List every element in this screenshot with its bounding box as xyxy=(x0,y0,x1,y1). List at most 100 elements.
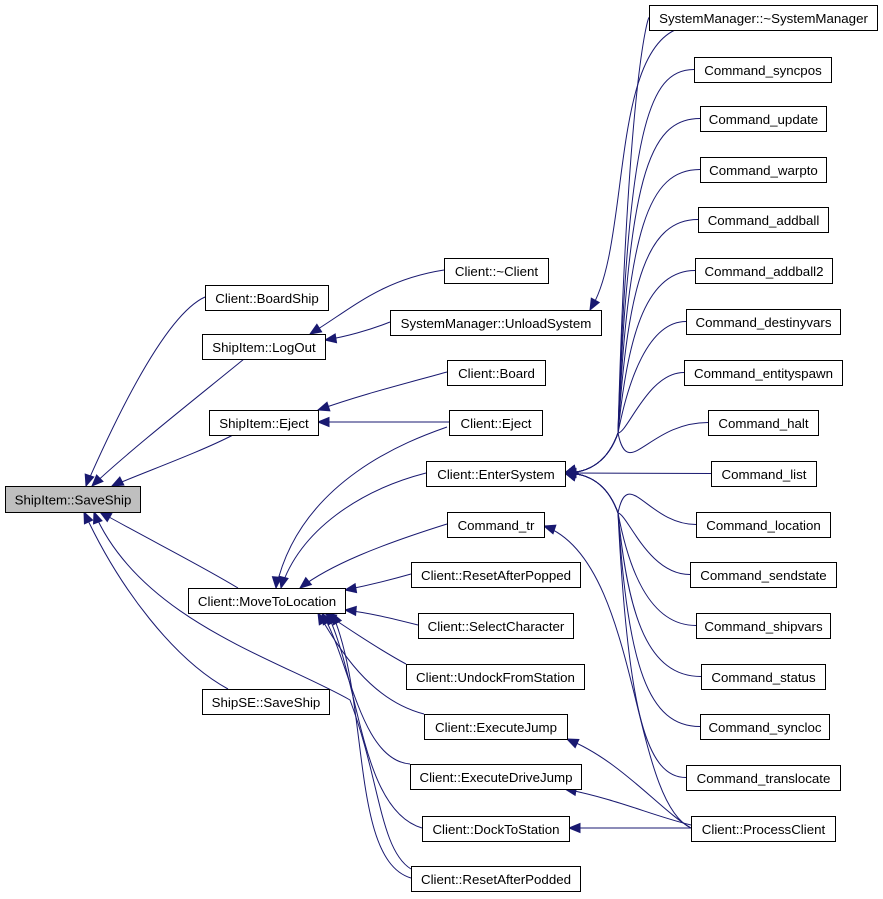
node-cmd-syncpos[interactable]: Command_syncpos xyxy=(694,57,832,83)
node-box[interactable] xyxy=(696,613,831,639)
node-box[interactable] xyxy=(188,588,346,614)
edge-arrowhead xyxy=(271,576,283,590)
edge-line xyxy=(566,738,692,829)
node-box[interactable] xyxy=(701,664,826,690)
node-entersystem[interactable]: Client::EnterSystem xyxy=(426,461,566,487)
node-box[interactable] xyxy=(447,360,546,386)
node-cmd-location[interactable]: Command_location xyxy=(696,512,831,538)
node-box[interactable] xyxy=(696,512,831,538)
node-box[interactable] xyxy=(711,461,817,487)
node-cmd-sendstate[interactable]: Command_sendstate xyxy=(690,562,837,588)
node-processclient[interactable]: Client::ProcessClient xyxy=(691,816,836,842)
node-box[interactable] xyxy=(411,562,581,588)
node-cmd-warpto[interactable]: Command_warpto xyxy=(700,157,827,183)
node-box[interactable] xyxy=(684,360,843,386)
node-resetpodded[interactable]: Client::ResetAfterPodded xyxy=(411,866,581,892)
node-logout[interactable]: ShipItem::LogOut xyxy=(202,334,326,360)
node-cmd-syncloc[interactable]: Command_syncloc xyxy=(700,714,830,740)
edge-line xyxy=(564,472,697,626)
node-box[interactable] xyxy=(686,765,841,791)
node-execdrive[interactable]: Client::ExecuteDriveJump xyxy=(410,764,582,790)
node-label: Client::EnterSystem xyxy=(437,467,555,482)
node-client-eject[interactable]: Client::Eject xyxy=(449,410,543,436)
node-box[interactable] xyxy=(700,157,827,183)
node-cmd-shipvars[interactable]: Command_shipvars xyxy=(696,613,831,639)
node-box[interactable] xyxy=(690,562,837,588)
node-box[interactable] xyxy=(449,410,543,436)
node-box[interactable] xyxy=(694,57,832,83)
edge-line xyxy=(91,358,245,487)
edge-line xyxy=(564,69,695,474)
edge-line xyxy=(321,612,411,765)
node-resetpopped[interactable]: Client::ResetAfterPopped xyxy=(411,562,581,588)
edge-cmd_halt-to-entersystem xyxy=(563,422,709,475)
node-box[interactable] xyxy=(411,866,581,892)
node-label: Command_addball2 xyxy=(704,264,823,279)
edge-sysmgr_dtor-to-entersystem xyxy=(563,17,650,475)
node-box[interactable] xyxy=(686,309,841,335)
edge-sysmgr_dtor-to-unloadsys xyxy=(589,29,676,312)
node-box[interactable] xyxy=(410,764,582,790)
node-client-dtor[interactable]: Client::~Client xyxy=(444,258,549,284)
edge-line xyxy=(275,426,448,589)
node-label: Command_status xyxy=(711,670,816,685)
node-label: Command_shipvars xyxy=(704,619,823,634)
node-cmd-tr[interactable]: Command_tr xyxy=(447,512,545,538)
node-cmd-update[interactable]: Command_update xyxy=(700,106,827,132)
node-label: Command_syncpos xyxy=(704,63,822,78)
node-boardship[interactable]: Client::BoardShip xyxy=(205,285,329,311)
node-cmd-halt[interactable]: Command_halt xyxy=(708,410,819,436)
node-execjump[interactable]: Client::ExecuteJump xyxy=(424,714,568,740)
edge-processclient-to-execdrive xyxy=(563,785,692,826)
node-box[interactable] xyxy=(700,106,827,132)
node-cmd-addball[interactable]: Command_addball xyxy=(698,207,829,233)
edge-cmd_update-to-entersystem xyxy=(563,118,701,475)
node-cmd-list[interactable]: Command_list xyxy=(711,461,817,487)
node-box[interactable] xyxy=(5,486,141,513)
edge-cmd_syncpos-to-entersystem xyxy=(563,69,695,475)
node-sysmgr-dtor[interactable]: SystemManager::~SystemManager xyxy=(649,5,878,31)
node-selectchar[interactable]: Client::SelectCharacter xyxy=(418,613,574,639)
node-movetoloc[interactable]: Client::MoveToLocation xyxy=(188,588,346,614)
node-box[interactable] xyxy=(698,207,829,233)
node-client-board[interactable]: Client::Board xyxy=(447,360,546,386)
node-box[interactable] xyxy=(406,664,585,690)
node-box[interactable] xyxy=(695,258,833,284)
node-label: Command_entityspawn xyxy=(694,366,833,381)
node-box[interactable] xyxy=(424,714,568,740)
node-saveship[interactable]: ShipItem::SaveShip xyxy=(5,486,141,513)
node-box[interactable] xyxy=(202,334,326,360)
node-label: Command_destinyvars xyxy=(696,315,832,330)
node-box[interactable] xyxy=(691,816,836,842)
node-cmd-entityspawn[interactable]: Command_entityspawn xyxy=(684,360,843,386)
node-box[interactable] xyxy=(209,410,319,436)
node-box[interactable] xyxy=(444,258,549,284)
node-eject-item[interactable]: ShipItem::Eject xyxy=(209,410,319,436)
node-cmd-translocate[interactable]: Command_translocate xyxy=(686,765,841,791)
node-box[interactable] xyxy=(422,816,570,842)
node-box[interactable] xyxy=(202,689,330,715)
node-box[interactable] xyxy=(649,5,878,31)
node-unloadsys[interactable]: SystemManager::UnloadSystem xyxy=(390,310,602,336)
edge-line xyxy=(111,434,234,487)
node-box[interactable] xyxy=(205,285,329,311)
node-cmd-addball2[interactable]: Command_addball2 xyxy=(695,258,833,284)
node-box[interactable] xyxy=(418,613,574,639)
node-cmd-status[interactable]: Command_status xyxy=(701,664,826,690)
node-box[interactable] xyxy=(700,714,830,740)
node-box[interactable] xyxy=(447,512,545,538)
node-label: Command_location xyxy=(706,518,821,533)
edge-cmd_location-to-entersystem xyxy=(563,471,697,525)
node-cmd-destinyvars[interactable]: Command_destinyvars xyxy=(686,309,841,335)
edge-line xyxy=(564,270,696,474)
node-label: Command_halt xyxy=(718,416,808,431)
node-label: Client::MoveToLocation xyxy=(198,594,336,609)
node-dock[interactable]: Client::DockToStation xyxy=(422,816,570,842)
node-label: Client::DockToStation xyxy=(432,822,559,837)
node-box[interactable] xyxy=(708,410,819,436)
edge-arrowhead xyxy=(316,416,330,428)
node-shipse-save[interactable]: ShipSE::SaveShip xyxy=(202,689,330,715)
node-undock[interactable]: Client::UndockFromStation xyxy=(406,664,585,690)
node-box[interactable] xyxy=(426,461,566,487)
node-box[interactable] xyxy=(390,310,602,336)
